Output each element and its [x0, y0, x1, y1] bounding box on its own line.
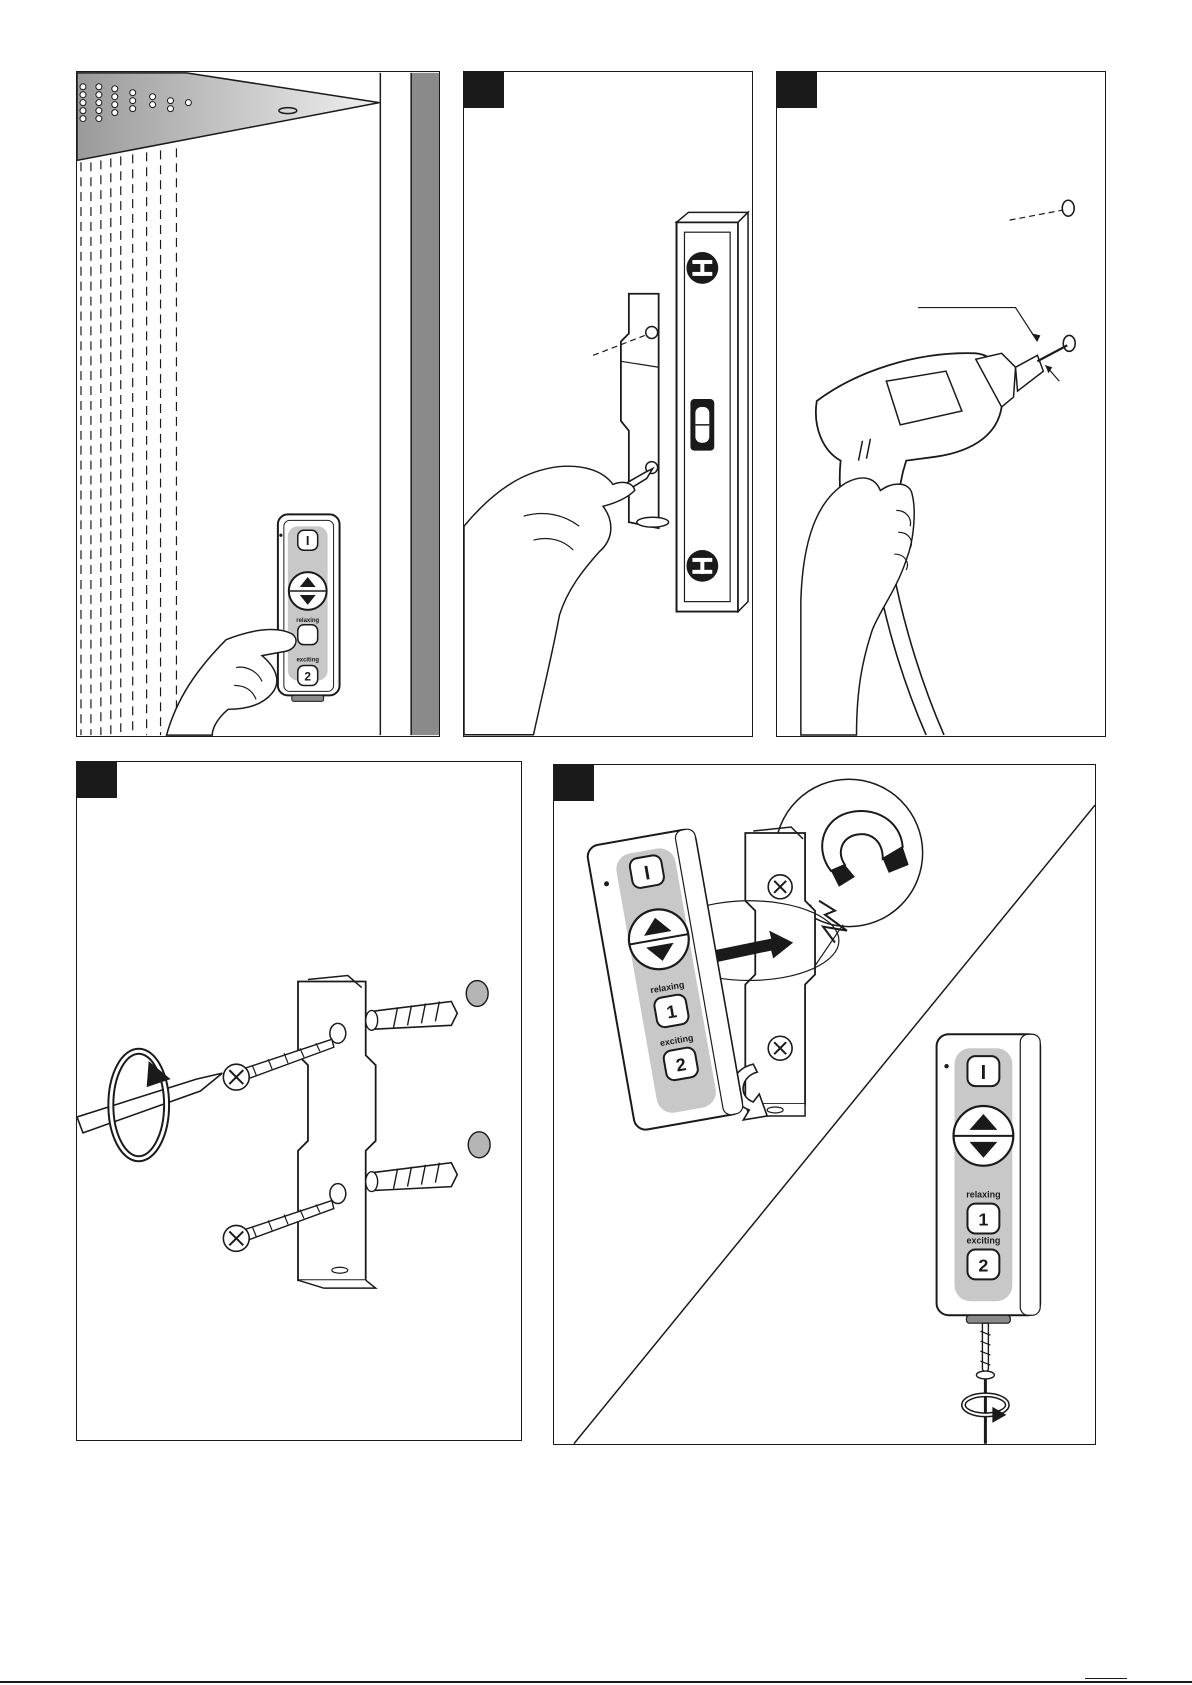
drilling-illustration [777, 72, 1105, 736]
drill-hole-upper [1062, 200, 1074, 216]
magnetic-holder-illustration: I relaxing 1 exciting 2 I relaxing [554, 765, 1095, 1444]
dimension-leader [918, 308, 1037, 342]
shower-head [77, 73, 379, 161]
page-footer-rule [0, 1681, 1192, 1683]
water-streams [81, 148, 176, 735]
button-2-label: 2 [978, 1255, 988, 1275]
hand-holding-pencil [464, 466, 635, 735]
panel-fix-bracket [76, 761, 522, 1441]
label-relaxing: relaxing [296, 618, 319, 624]
fixing-screw [976, 1323, 994, 1379]
wall-hole-lower [468, 1132, 490, 1158]
wall-plug-lower [366, 1163, 458, 1192]
wall-edge [411, 73, 439, 735]
label-relaxing: relaxing [966, 1190, 1000, 1200]
button-1-label: 1 [978, 1210, 988, 1230]
drill-bit [1037, 345, 1067, 361]
label-exciting: exciting [966, 1235, 1000, 1245]
hand-pressing-button [167, 629, 296, 735]
power-symbol: I [981, 1062, 987, 1084]
panel-magnetic-holder: I relaxing 1 exciting 2 I relaxing [553, 764, 1096, 1445]
remote-control-tilted: I relaxing 1 exciting 2 [586, 828, 744, 1132]
drill-hole-lower [1063, 335, 1075, 351]
button-2-label: 2 [304, 669, 311, 683]
panel-drill-holes [776, 71, 1106, 737]
remote-control-mounted: I relaxing 1 exciting 2 [937, 1034, 1041, 1323]
hand-holding-drill [801, 478, 914, 735]
remote-control: I relaxing exciting 2 [278, 514, 340, 701]
shower-overview-illustration: I relaxing exciting 2 [77, 72, 439, 736]
wall-plug-upper [366, 1001, 458, 1030]
panel-mark-holes [463, 71, 753, 737]
label-exciting: exciting [296, 658, 319, 664]
panel-shower-remote-overview: I relaxing exciting 2 [76, 71, 440, 737]
button-1 [298, 625, 318, 645]
bracket-fixing-illustration [77, 762, 521, 1440]
wall-hole-upper [466, 981, 488, 1007]
wall-bracket [298, 976, 376, 1289]
marking-illustration [464, 72, 752, 736]
power-symbol: I [306, 533, 310, 548]
spirit-level [677, 212, 749, 611]
page-footer-tick [1085, 1678, 1127, 1685]
